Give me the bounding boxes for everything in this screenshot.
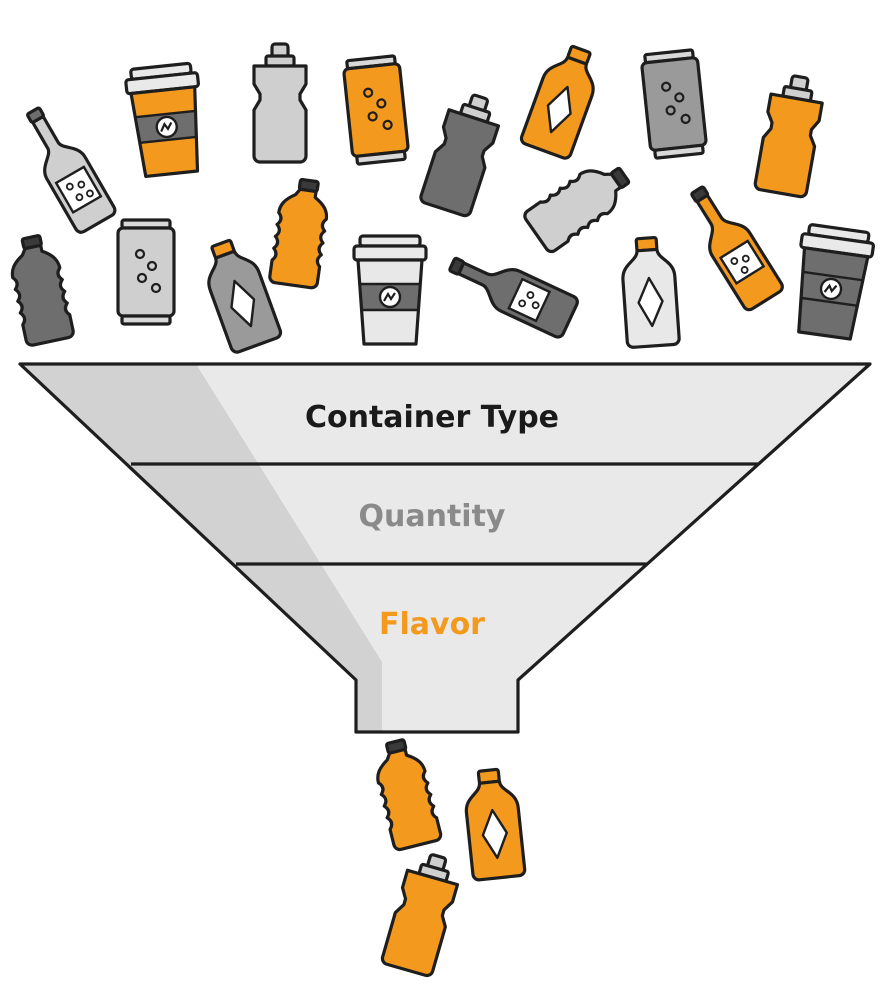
wine-bottle-icon <box>12 98 119 237</box>
juice-bottle-icon <box>618 234 682 350</box>
sport-bottle-icon <box>417 87 507 219</box>
funnel-outline <box>18 362 872 734</box>
coffee-cup-icon <box>787 221 877 343</box>
soda-can-icon <box>341 53 411 167</box>
plastic-bottle-icon <box>3 231 76 348</box>
plastic-bottle-icon <box>267 175 333 291</box>
juice-bottle-icon <box>194 232 284 356</box>
coffee-cup-icon <box>122 60 210 180</box>
output-containers <box>368 734 527 979</box>
stage-label-quantity: Quantity <box>359 499 506 534</box>
stage-label-container-type: Container Type <box>305 400 559 435</box>
juice-bottle-icon <box>518 38 608 162</box>
sport-bottle-icon <box>752 70 828 200</box>
funnel-shadow <box>20 364 382 732</box>
sport-bottle-icon <box>379 847 466 979</box>
stage-label-flavor: Flavor <box>379 607 485 642</box>
soda-can-icon <box>639 47 709 161</box>
beer-bottle-icon <box>676 176 787 314</box>
juice-bottle-icon <box>460 765 527 883</box>
soda-can-icon <box>116 218 176 326</box>
coffee-cup-icon <box>352 234 428 346</box>
plastic-bottle-icon <box>520 152 639 256</box>
input-containers <box>3 38 877 356</box>
funnel: Container Type Quantity Flavor <box>18 362 872 734</box>
plastic-bottle-icon <box>368 734 444 853</box>
sport-bottle-icon <box>252 42 308 164</box>
beer-bottle-icon <box>441 242 581 341</box>
